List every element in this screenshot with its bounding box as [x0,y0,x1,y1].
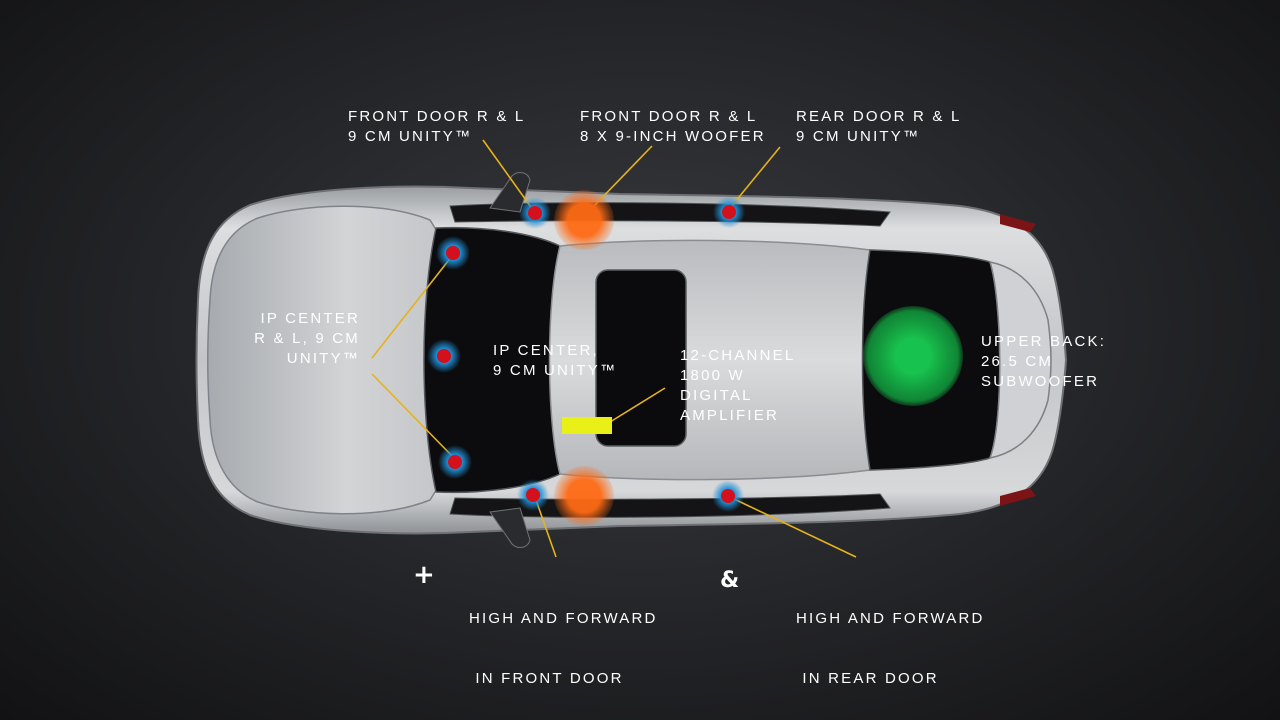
leader-line-front-door-unity [482,139,534,211]
woofer-front-door-bottom [554,466,614,526]
sunroof [595,269,687,447]
unity-speaker-front-door-top [519,197,551,229]
label-line: R & L, 9 CM [254,330,360,347]
subwoofer [863,306,963,406]
leader-line-amplifier [609,387,666,423]
label-ip-center-rl: IP CENTER R & L, 9 CM UNITY™ [228,309,360,369]
label-subwoofer: UPPER BACK: 26.5 CM SUBWOOFER [981,332,1106,392]
label-line: FRONT DOOR R & L [580,108,758,125]
label-line: REAR DOOR R & L [796,108,962,125]
label-line: IN FRONT DOOR [469,670,624,687]
unity-speaker-ip-upper [436,236,470,270]
mirror-bottom [489,507,531,548]
label-line: HIGH AND FORWARD [796,610,985,627]
unity-speaker-front-door-bottom [517,479,549,511]
unity-speaker-rear-door-top [713,196,745,228]
label-ip-center: IP CENTER, 9 CM UNITY™ [493,341,617,381]
label-line: UPPER BACK: [981,333,1107,350]
label-line: UNITY™ [286,350,360,367]
label-front-door-high: HIGH AND FORWARD IN FRONT DOOR [469,569,658,709]
plus-symbol: + [413,560,435,590]
label-rear-door-unity: REAR DOOR R & L 9 CM UNITY™ [796,107,962,147]
ampersand-symbol: & [720,568,740,593]
label-line: HIGH AND FORWARD [469,610,658,627]
label-line: IP CENTER [260,310,360,327]
label-line: SUBWOOFER [981,373,1100,390]
amplifier [562,417,612,434]
label-line: 9 CM UNITY™ [493,362,618,379]
label-line: 1800 W [680,367,745,384]
woofer-front-door-top [554,190,614,250]
label-front-door-unity: FRONT DOOR R & L 9 CM UNITY™ [348,107,525,147]
leader-line-front-door-woofer [593,145,653,207]
label-front-door-woofer: FRONT DOOR R & L 8 X 9-INCH WOOFER [580,107,766,147]
label-line: 12-CHANNEL [680,347,796,364]
label-line: IN REAR DOOR [796,670,939,687]
label-amplifier: 12-CHANNEL 1800 W DIGITAL AMPLIFIER [680,346,795,426]
label-line: 9 CM UNITY™ [348,128,473,145]
hood [207,205,441,515]
trunk [988,261,1052,459]
label-line: FRONT DOOR R & L [348,108,526,125]
tail-light-top [1000,214,1036,232]
label-line: AMPLIFIER [680,407,779,424]
label-line: 26.5 CM [981,353,1054,370]
label-rear-door-high: HIGH AND FORWARD IN REAR DOOR [796,569,985,709]
leader-line-rear-door-unity [729,146,781,209]
leader-line-ip-center-lower [371,373,457,461]
label-line: IP CENTER, [493,342,599,359]
label-line: 9 CM UNITY™ [796,128,921,145]
label-line: 8 X 9-INCH WOOFER [580,128,766,145]
leader-line-ip-center-upper [371,255,453,359]
unity-speaker-rear-door-bottom [712,480,744,512]
leader-line-rear-door-high [731,497,857,558]
unity-speaker-ip-center [427,339,461,373]
mirror-top [489,172,531,213]
tail-light-bottom [1000,488,1036,506]
unity-speaker-ip-lower [438,445,472,479]
label-line: DIGITAL [680,387,753,404]
